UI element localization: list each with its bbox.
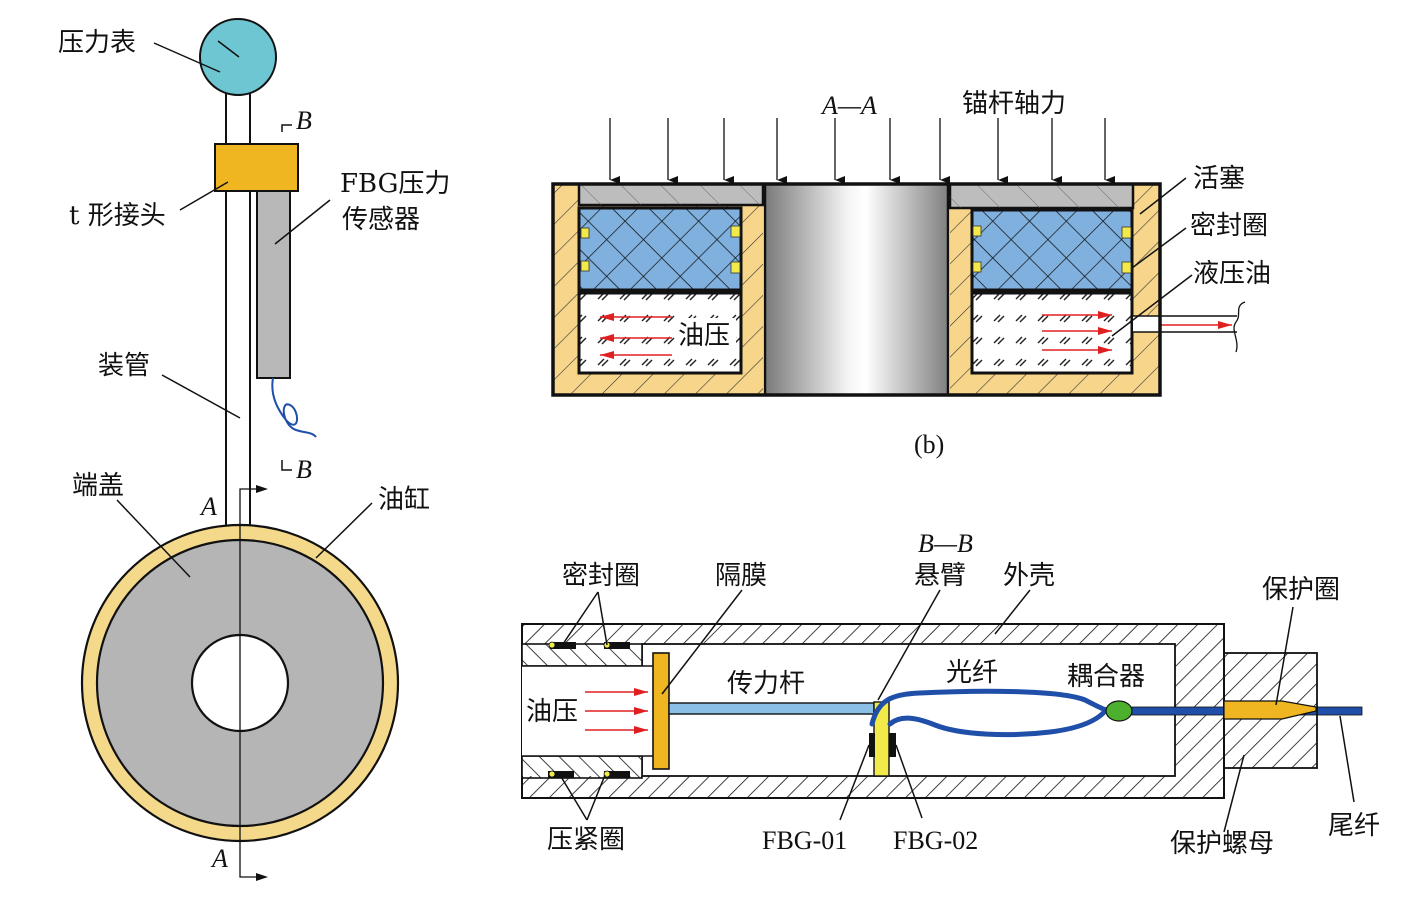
seal-bottom-1 <box>548 771 574 778</box>
gauge-needle <box>217 40 240 58</box>
fbg-01-grating <box>869 733 875 757</box>
leader-seal-1 <box>562 591 599 645</box>
fiber-coil <box>271 377 317 438</box>
leader-fbg02 <box>895 744 923 819</box>
label-protective-nut: 保护螺母 <box>1170 829 1274 859</box>
leader-protective-ring <box>1275 606 1294 706</box>
fbg-sensor-body <box>256 190 291 379</box>
label-end-cap: 端盖 <box>72 471 124 501</box>
leader-hydraulic-oil <box>1111 274 1193 337</box>
label-fbg02: FBG-02 <box>893 826 978 855</box>
leader-gauge <box>153 42 221 73</box>
t-joint <box>214 143 299 192</box>
label-cantilever: 悬臂 <box>914 561 966 591</box>
piston-mesh-left <box>577 206 743 292</box>
section-aa-title: A—A <box>820 91 877 120</box>
label-pressure-gauge: 压力表 <box>58 28 136 58</box>
label-seal-ring-aa: 密封圈 <box>1190 211 1268 241</box>
label-fbg-sensor-line2: 传感器 <box>342 205 420 235</box>
protective-ring <box>1223 700 1317 720</box>
leader-clamp-2 <box>586 774 606 821</box>
left-view: 压力表 B t 形接头 FBG压力 传感器 装管 B 端盖 油缸 A A <box>58 18 450 881</box>
label-coupler: 耦合器 <box>1067 662 1145 692</box>
label-section-a-bottom: A <box>210 844 228 873</box>
leader-pipe <box>161 374 241 419</box>
leader-end-cap <box>116 499 191 578</box>
leader-shell <box>994 589 1031 635</box>
seal-left-4 <box>730 261 741 274</box>
leader-fbg-sensor <box>274 199 331 245</box>
oil-chamber-right <box>970 291 1134 375</box>
label-oil-pressure-aa: 油压 <box>678 321 730 351</box>
section-mark-b-top <box>281 124 292 132</box>
diaphragm <box>652 652 670 770</box>
leader-fbg01 <box>839 744 870 821</box>
seal-left-3 <box>730 225 741 238</box>
label-section-a-top: A <box>199 492 217 521</box>
anchor-rod-column <box>763 182 950 397</box>
leader-protective-nut <box>1223 754 1245 833</box>
coupler <box>1105 700 1133 722</box>
arrow-a-top <box>256 485 268 493</box>
leader-cylinder <box>315 502 373 559</box>
label-pipe: 装管 <box>98 351 150 381</box>
caption-b: (b) <box>914 430 944 459</box>
leader-t-joint <box>179 181 229 211</box>
section-line-a <box>239 488 264 878</box>
label-diaphragm: 隔膜 <box>715 561 767 591</box>
leader-seal-ring-aa <box>1131 227 1187 269</box>
section-mark-b-bottom <box>281 460 292 471</box>
label-piston: 活塞 <box>1193 164 1245 194</box>
label-oil-pressure-bb: 油压 <box>526 697 578 727</box>
label-hydraulic-oil: 液压油 <box>1193 259 1271 289</box>
arrow-a-bottom <box>256 873 268 881</box>
section-bb: B—B 密封圈 隔膜 悬臂 外壳 保护圈 油压 传力杆 光纤 耦合器 压紧圈 F… <box>521 529 1380 859</box>
label-clamp-ring: 压紧圈 <box>547 825 625 855</box>
leader-diaphragm <box>661 589 743 695</box>
section-bb-title: B—B <box>918 529 973 558</box>
seal-left-2 <box>580 260 590 272</box>
label-axial-force: 锚杆轴力 <box>962 89 1066 119</box>
pipe-break-mark <box>1233 301 1246 353</box>
label-seal-ring-bb: 密封圈 <box>562 561 640 591</box>
piston-mesh-right <box>970 208 1134 292</box>
leader-tail-fiber <box>1339 715 1355 803</box>
label-shell: 外壳 <box>1003 561 1055 591</box>
seal-top-1 <box>550 642 576 649</box>
label-fbg-sensor-line1: FBG压力 <box>340 169 450 199</box>
leader-clamp-1 <box>559 774 588 821</box>
seal-left-1 <box>580 227 590 239</box>
seal-right-4 <box>1121 261 1132 274</box>
leader-cantilever <box>877 589 941 701</box>
label-fbg01: FBG-01 <box>762 826 847 855</box>
left-chamber: 油压 <box>553 182 765 395</box>
seal-top-2 <box>604 642 630 649</box>
label-section-b-bottom: B <box>296 455 312 484</box>
label-cylinder: 油缸 <box>378 485 430 515</box>
force-rod <box>668 702 875 715</box>
label-section-b-top: B <box>296 106 312 135</box>
oil-chamber-left <box>577 291 743 375</box>
label-force-rod: 传力杆 <box>727 669 805 699</box>
seal-right-1 <box>972 225 982 237</box>
leader-piston <box>1139 177 1187 215</box>
optical-fiber <box>869 688 1111 738</box>
section-aa: 油压 <box>551 89 1271 459</box>
seal-right-2 <box>972 261 982 273</box>
label-protective-ring: 保护圈 <box>1262 575 1340 605</box>
label-fiber: 光纤 <box>946 658 998 688</box>
right-chamber <box>948 182 1246 395</box>
section-aa-frame <box>551 182 1162 397</box>
label-tail-fiber: 尾纤 <box>1328 811 1380 841</box>
leader-seal-2 <box>597 591 608 646</box>
fbg-02-grating <box>889 733 896 757</box>
label-t-joint: t 形接头 <box>69 201 166 231</box>
seal-bottom-2 <box>604 771 630 778</box>
axial-force-arrows <box>609 118 1115 184</box>
seal-right-3 <box>1121 226 1132 239</box>
